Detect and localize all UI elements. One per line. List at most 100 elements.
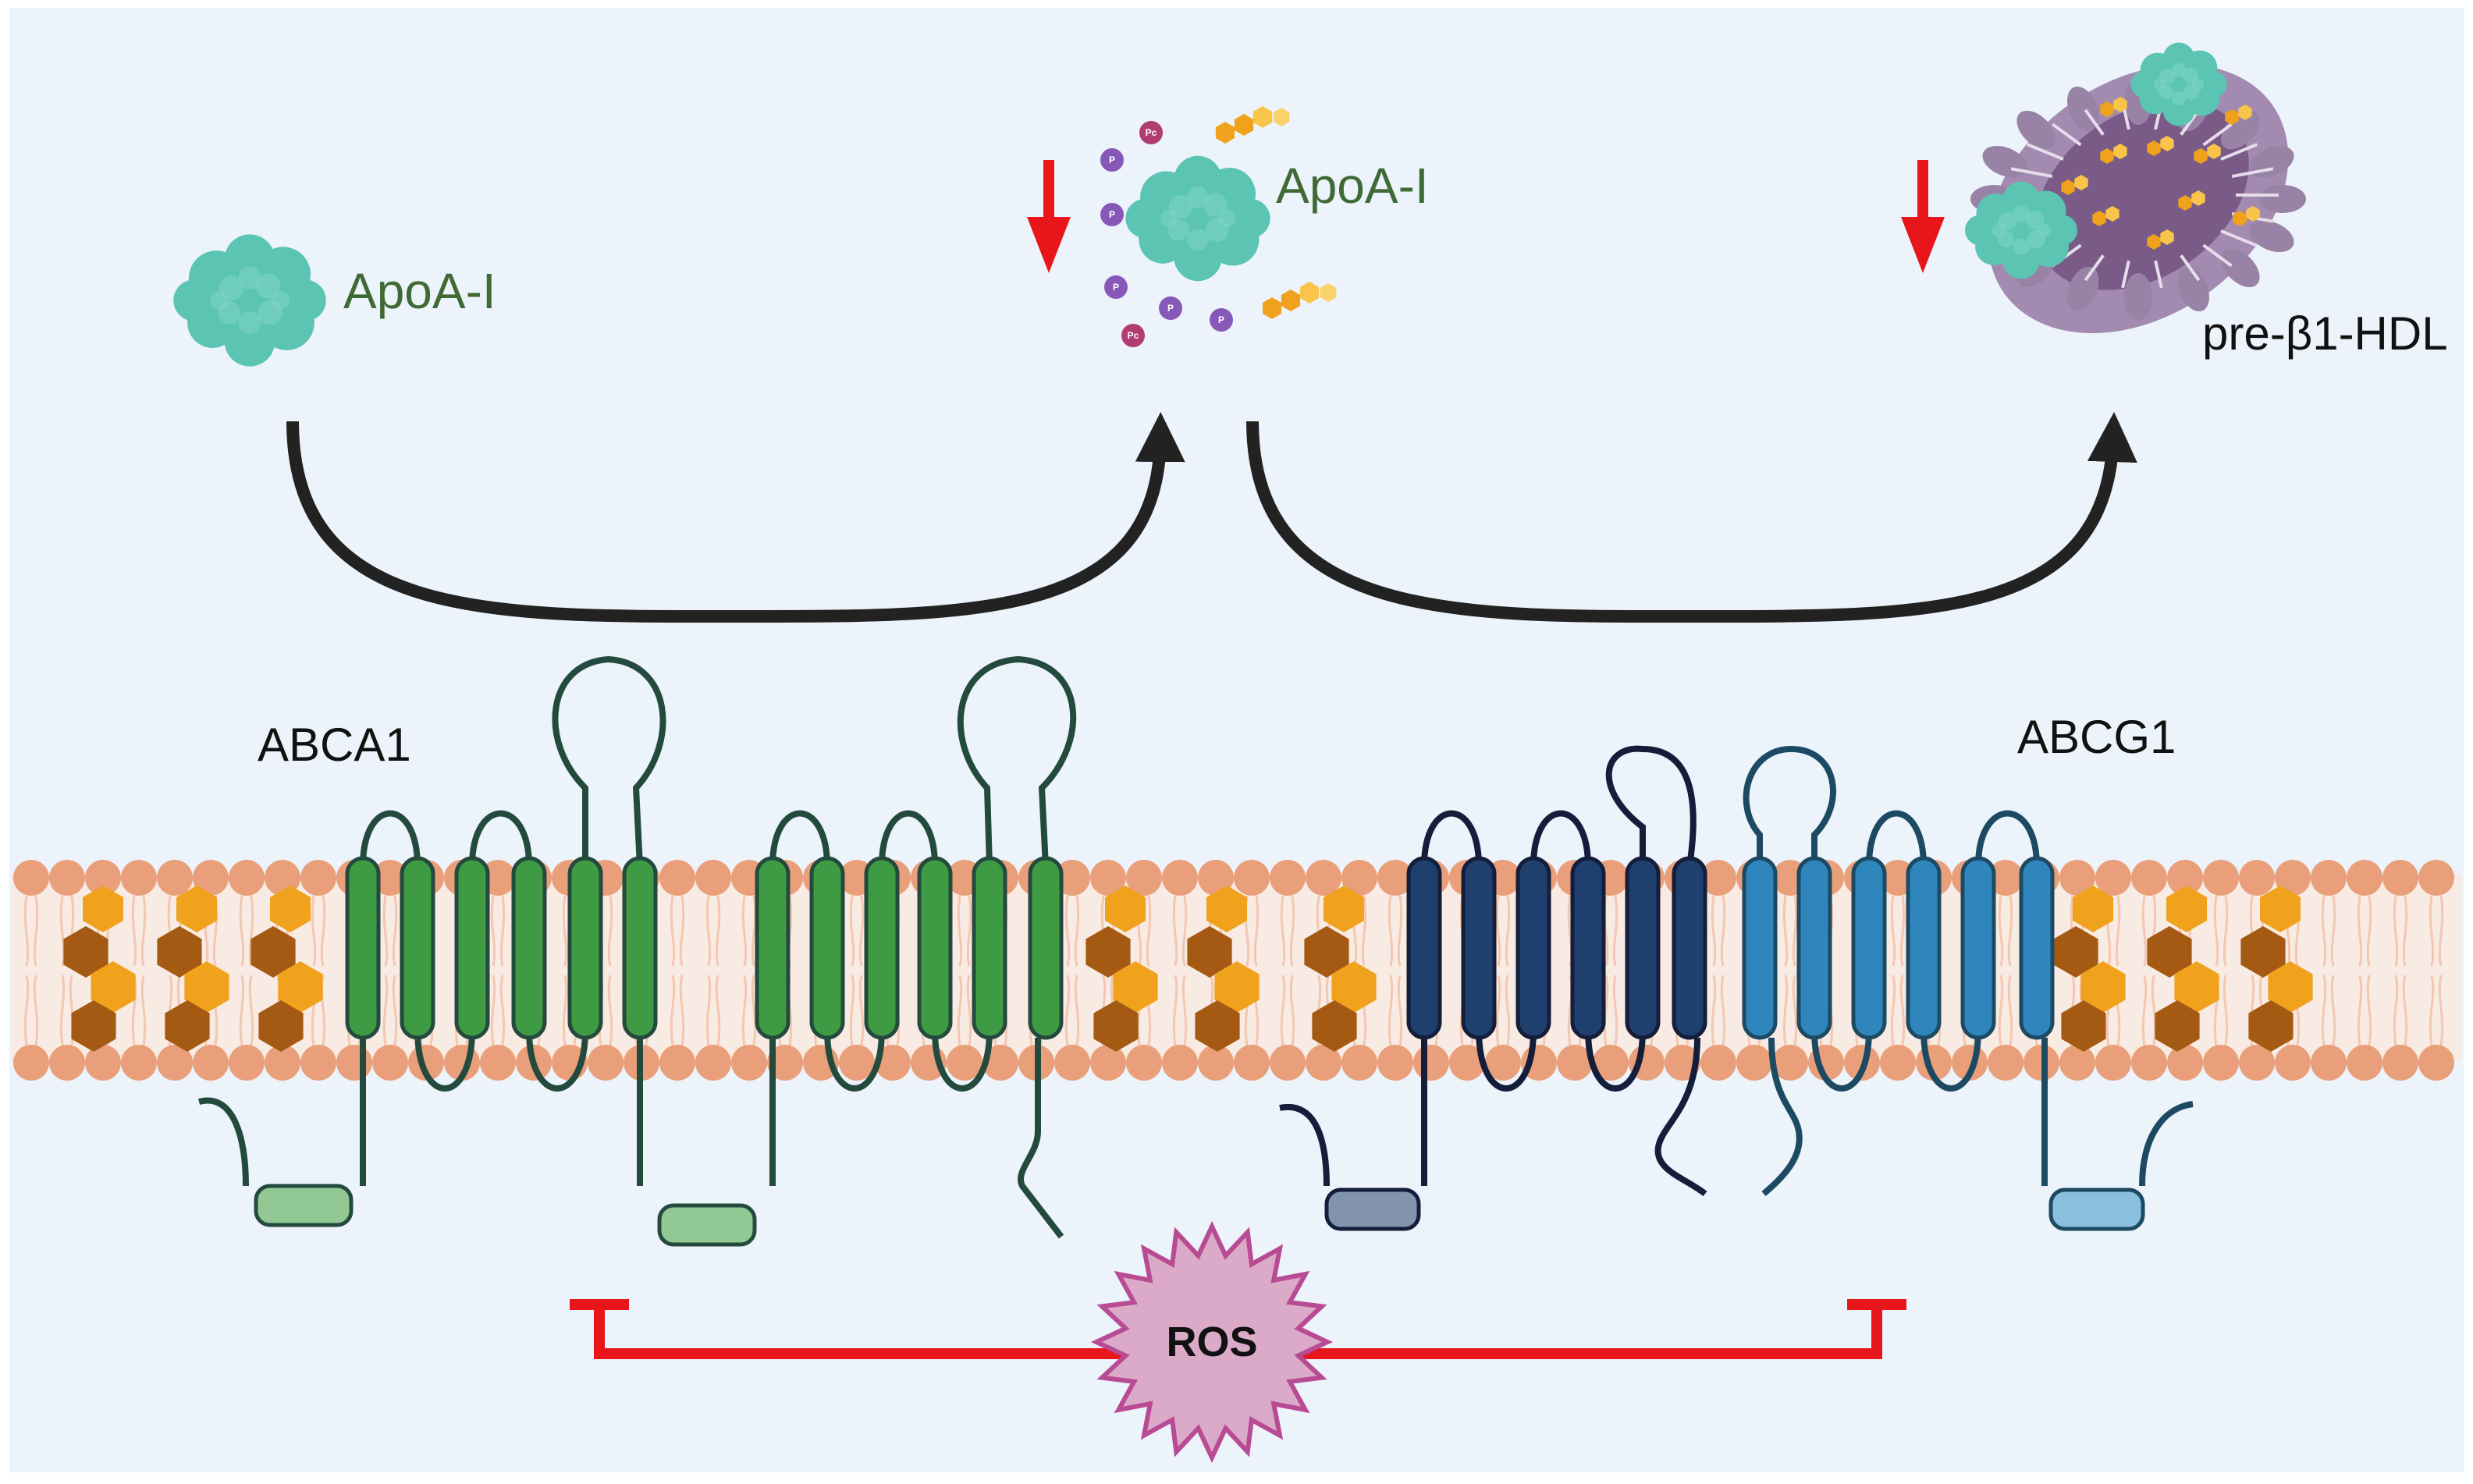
lipid-head	[13, 860, 49, 896]
transmembrane-helix	[1625, 856, 1661, 1040]
lipid-head	[2311, 860, 2347, 896]
lipid-head	[2239, 860, 2275, 896]
phospholipid-bead	[1104, 275, 1128, 299]
lipid-head	[1988, 1045, 2024, 1081]
lipid-tail	[1280, 895, 1295, 967]
cholesterol-ring	[1312, 1000, 1357, 1052]
pre-beta-hdl-label: pre-β1-HDL	[2202, 307, 2448, 360]
lipid-tail	[239, 975, 254, 1046]
lipid-tail	[382, 895, 398, 967]
hdl-cholesterol	[2207, 144, 2221, 159]
cholesterol-ring	[278, 961, 323, 1013]
cholesterol-small	[1234, 114, 1254, 136]
protein-loop	[879, 810, 938, 867]
protein-loop	[526, 1029, 588, 1092]
apoa1-highlight	[2025, 210, 2045, 229]
lipid-head	[1700, 1045, 1736, 1081]
down-arrow-icon	[1027, 160, 1071, 273]
lipid-tail	[23, 895, 39, 967]
protein-loop	[360, 810, 421, 867]
abcg1-loops	[1421, 810, 2040, 1092]
lipid-head	[1054, 1045, 1090, 1081]
hdl-lobe	[2124, 273, 2152, 320]
protein-loop	[414, 1029, 475, 1092]
lipid-tail	[1998, 975, 2013, 1046]
apoa1-highlight	[271, 291, 290, 310]
apoa1-lobe	[173, 279, 215, 321]
lipid-head	[875, 1045, 911, 1081]
cholesterol-ring	[2147, 926, 2192, 978]
lipid-tail	[1172, 975, 1188, 1046]
lipid-tail	[1280, 975, 1295, 1046]
ros-label: ROS	[1166, 1319, 1257, 1365]
protein-loop	[1421, 810, 1482, 867]
cholesterol-ring	[63, 926, 108, 978]
apoa1-lobe	[2162, 42, 2195, 75]
apoa1-highlight	[2153, 78, 2166, 91]
phospholipid-bead	[1121, 324, 1145, 347]
lipid-tail	[2141, 975, 2157, 1046]
lipid-head	[1270, 860, 1306, 896]
lipid-head	[1557, 1045, 1593, 1081]
abca1-nbd-2	[657, 1203, 757, 1247]
transmembrane-helix	[1406, 856, 1442, 1040]
hdl-cholesterol	[2246, 206, 2260, 222]
protein-loop	[1476, 1029, 1537, 1092]
protein-loop	[769, 810, 830, 867]
cholesterol-ring	[2053, 926, 2098, 978]
lipid-tail	[1172, 895, 1188, 967]
lipid-tail	[1890, 975, 1906, 1046]
cholesterol-ring	[2166, 886, 2207, 932]
apoa1-lobe	[1964, 215, 1996, 246]
hdl-tail	[2084, 108, 2105, 136]
lipid-head	[947, 1045, 982, 1081]
cholesterol-ring	[1214, 961, 1260, 1013]
inhibition-bar-icon	[1847, 1299, 1906, 1310]
lipid-head	[695, 860, 731, 896]
efflux-arrow-abca1	[286, 412, 1185, 623]
lipid-head	[336, 1045, 372, 1081]
lipid-head	[229, 1045, 265, 1081]
lipid-head	[1126, 860, 1162, 896]
hdl-cholesterol	[2105, 206, 2119, 222]
hdl-core	[2035, 100, 2249, 290]
transmembrane-helix	[454, 856, 490, 1040]
cholesterol-small	[1215, 122, 1235, 144]
cholesterol-ring	[2155, 1000, 2200, 1052]
lipid-head	[1700, 860, 1736, 896]
hdl-tail	[2220, 229, 2258, 247]
apoa1-highlight	[255, 273, 281, 299]
down-arrow-icon	[1901, 160, 1945, 273]
lipid-tail	[741, 895, 757, 967]
lipid-tail	[23, 975, 39, 1046]
apoa1-highlight	[1203, 193, 1228, 217]
abcg1-c-terminal-2	[2139, 1101, 2194, 1187]
transmembrane-helix	[400, 856, 435, 1040]
lipid-head	[121, 1045, 157, 1081]
lipid-head	[13, 1045, 49, 1081]
hdl-lobe	[2259, 185, 2306, 213]
hdl-tail	[2027, 143, 2064, 161]
lipid-tail	[957, 975, 972, 1046]
cholesterol-ring	[2260, 886, 2301, 932]
hdl-tail	[2220, 143, 2258, 161]
abca1-loops	[360, 810, 993, 1092]
hdl-tail	[2202, 243, 2233, 268]
abca1-n-terminal	[197, 1097, 249, 1187]
abcg1-label: ABCG1	[2017, 711, 2176, 763]
cholesterol-small	[1273, 108, 1290, 126]
lipid-head	[1090, 860, 1126, 896]
apoa1-lobe	[1125, 198, 1165, 239]
hdl-tail	[2084, 254, 2105, 282]
apoa1-highlight	[1992, 223, 2006, 237]
apoa1-lobe	[2002, 241, 2040, 279]
protein-loop	[824, 1029, 885, 1092]
hdl-cholesterol	[2160, 229, 2174, 245]
lipid-tail	[2429, 975, 2444, 1046]
protein-loop	[1920, 1029, 1981, 1092]
abcg1-n-terminal-1	[1279, 1103, 1330, 1187]
apoa1-highlight	[1217, 209, 1236, 228]
hdl-tail	[2180, 254, 2201, 282]
lipid-tail	[311, 895, 326, 967]
lipid-head	[1162, 1045, 1198, 1081]
